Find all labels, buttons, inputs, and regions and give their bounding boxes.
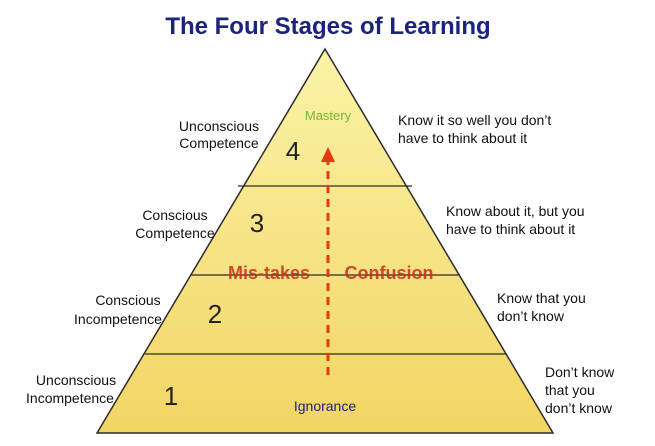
ignorance-label: Ignorance: [294, 398, 356, 414]
stage-desc-1-line2: that you: [545, 382, 595, 398]
confusion-label: Confusion: [345, 263, 434, 283]
diagram-title: The Four Stages of Learning: [165, 13, 490, 40]
stage-number-4: 4: [286, 136, 300, 166]
stage-number-1: 1: [164, 381, 178, 411]
stage-name-4-line1: Unconscious: [179, 118, 259, 134]
pyramid: [95, 47, 555, 434]
stage-name-3-line1: Conscious: [142, 207, 207, 223]
stage-name-2-line2: Incompetence: [74, 311, 162, 327]
stage-name-1-line1: Unconscious: [36, 372, 116, 388]
stage-name-3-line2: Competence: [135, 225, 215, 241]
stage-desc-3-line1: Know about it, but you: [446, 203, 585, 219]
stage-desc-4-line1: Know it so well you don’t: [398, 112, 551, 128]
stage-desc-1-line1: Don’t know: [545, 364, 615, 380]
stage-number-2: 2: [208, 299, 222, 329]
progress-arrow-head: [321, 147, 335, 162]
stage-name-4-line2: Competence: [179, 135, 259, 151]
mistakes-label: Mis-takes: [228, 263, 310, 283]
stage-name-2-line1: Conscious: [95, 292, 160, 308]
stage-desc-2-line2: don’t know: [497, 308, 565, 324]
stage-number-3: 3: [250, 208, 264, 238]
mastery-label: Mastery: [305, 108, 352, 123]
stage-desc-3-line2: have to think about it: [446, 221, 575, 237]
stage-desc-4-line2: have to think about it: [398, 130, 527, 146]
stage-desc-2-line1: Know that you: [497, 290, 586, 306]
stage-desc-1-line3: don’t know: [545, 400, 613, 416]
stage-name-1-line2: Incompetence: [26, 390, 114, 406]
